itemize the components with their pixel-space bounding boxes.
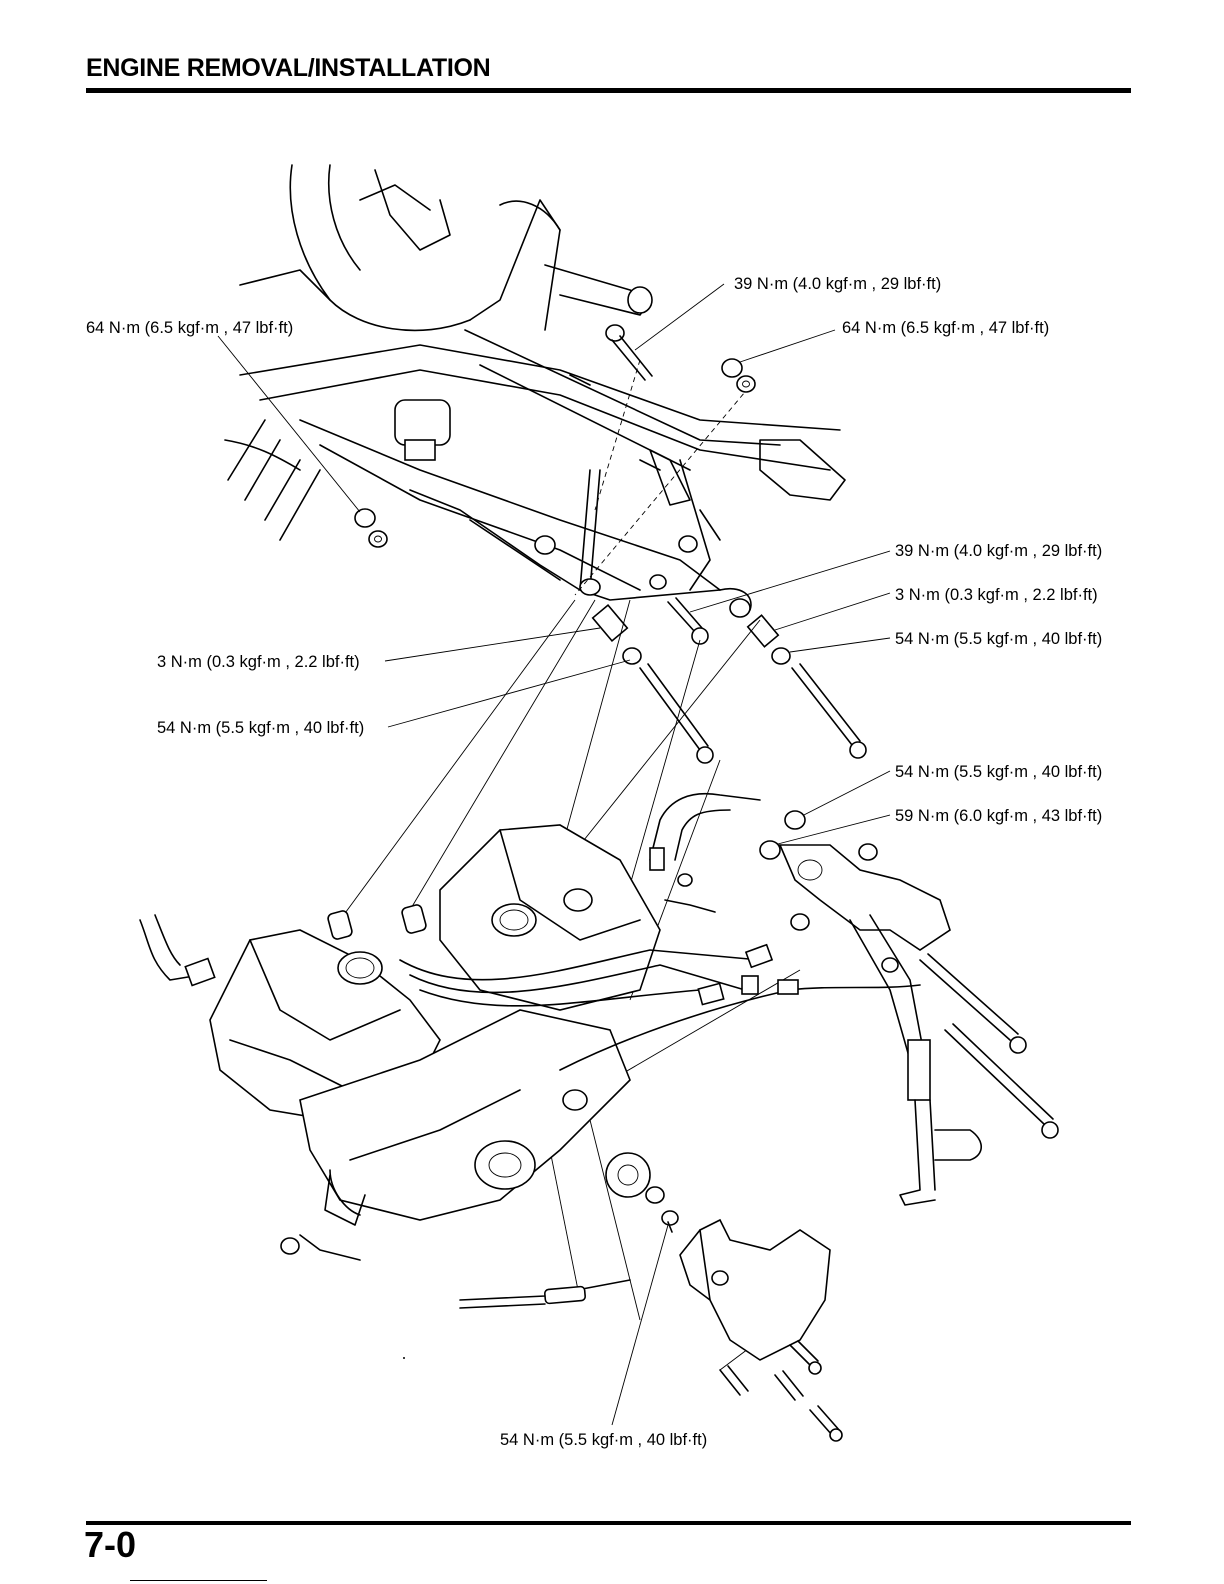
footer-rule <box>86 1521 1131 1525</box>
torque-callout-sprocket-bolt: 54 N·m (5.5 kgf·m , 40 lbf·ft) <box>500 1431 708 1449</box>
engine-illustration <box>139 793 921 1261</box>
page-number: 7-0 <box>84 1524 137 1565</box>
torque-callout-right-locknut: 54 N·m (5.5 kgf·m , 40 lbf·ft) <box>895 630 1103 648</box>
fastener-right-upper-nut <box>721 358 756 393</box>
torque-callout-right-upper-nut: 64 N·m (6.5 kgf·m , 47 lbf·ft) <box>842 319 1050 337</box>
sprocket-cover <box>679 1218 843 1442</box>
page-title: ENGINE REMOVAL/INSTALLATION <box>86 54 491 82</box>
fastener-top-bolt <box>605 324 653 381</box>
fastener-left-adjuster <box>591 603 642 665</box>
fastener-mid-bolt <box>667 597 709 645</box>
torque-callout-left-locknut: 54 N·m (5.5 kgf·m , 40 lbf·ft) <box>157 719 365 737</box>
assembly-center-lines <box>574 359 756 596</box>
torque-callout-left-upper-nut: 64 N·m (6.5 kgf·m , 47 lbf·ft) <box>86 319 294 337</box>
fastener-right-adjuster <box>729 598 791 665</box>
torque-callout-pivot-nut: 54 N·m (5.5 kgf·m , 40 lbf·ft) <box>895 763 1103 781</box>
side-stand-assembly <box>759 810 1059 1206</box>
fastener-left-upper-nut <box>354 508 388 548</box>
torque-callout-top-bolt: 39 N·m (4.0 kgf·m , 29 lbf·ft) <box>734 275 942 293</box>
torque-callout-right-mid-bolt: 39 N·m (4.0 kgf·m , 29 lbf·ft) <box>895 542 1103 560</box>
torque-callout-bracket-nut: 59 N·m (6.0 kgf·m , 43 lbf·ft) <box>895 807 1103 825</box>
clutch-cable <box>459 1279 631 1309</box>
drive-sprocket <box>605 1152 679 1233</box>
page-number-underline <box>130 1580 267 1581</box>
fastener-long-bolt-right <box>791 663 867 759</box>
header-rule <box>86 88 1131 93</box>
torque-callout-right-adjuster: 3 N·m (0.3 kgf·m , 2.2 lbf·ft) <box>895 586 1098 604</box>
torque-callout-left-adjuster: 3 N·m (0.3 kgf·m , 2.2 lbf·ft) <box>157 653 360 671</box>
fastener-long-bolt-left <box>639 663 714 764</box>
